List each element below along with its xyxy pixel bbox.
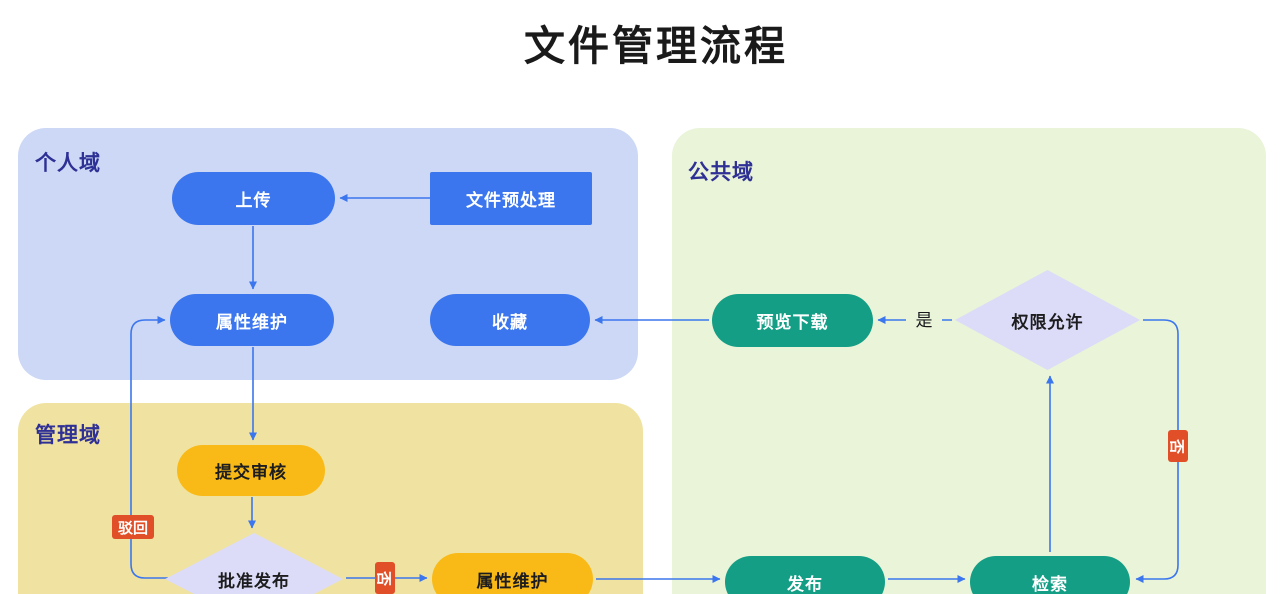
node-preview-download: 预览下载 xyxy=(712,294,873,347)
edge-label-yes-text: 是 xyxy=(915,311,933,330)
node-attr-maintain-personal-label: 属性维护 xyxy=(216,312,288,332)
zone-label-management: 管理域 xyxy=(35,424,101,447)
node-permission-label: 权限允许 xyxy=(1011,312,1084,332)
node-submit-review-label: 提交审核 xyxy=(215,463,287,482)
edge-label-no-management-text: 否 xyxy=(375,570,393,586)
edge-label-reject-text: 驳回 xyxy=(117,519,148,537)
edge-label-no-public-text: 否 xyxy=(1168,438,1186,454)
zone-label-public: 公共域 xyxy=(688,161,754,184)
zone-public-domain xyxy=(672,128,1266,594)
node-attr-maintain-personal: 属性维护 xyxy=(170,294,334,346)
node-attr-maintain-management: 属性维护 xyxy=(432,553,593,594)
node-publish-label: 发布 xyxy=(787,574,823,594)
node-publish: 发布 xyxy=(725,556,885,594)
page-title: 文件管理流程 xyxy=(524,23,788,69)
node-upload-label: 上传 xyxy=(235,191,272,210)
node-preview-download-label: 预览下载 xyxy=(756,313,829,332)
node-search: 检索 xyxy=(970,556,1130,594)
zone-label-personal: 个人域 xyxy=(35,152,101,175)
edge-label-no-public: 否 xyxy=(1168,430,1188,462)
node-search-label: 检索 xyxy=(1032,574,1068,594)
node-upload: 上传 xyxy=(172,172,335,225)
edge-label-yes: 是 xyxy=(906,305,942,332)
edge-label-no-management: 否 xyxy=(375,562,395,594)
node-favorite: 收藏 xyxy=(430,294,590,346)
node-file-preprocess-label: 文件预处理 xyxy=(466,191,556,210)
node-file-preprocess: 文件预处理 xyxy=(430,172,592,225)
node-favorite-label: 收藏 xyxy=(492,312,528,332)
node-attr-maintain-management-label: 属性维护 xyxy=(476,571,549,591)
node-approve-publish-label: 批准发布 xyxy=(218,571,290,591)
edge-label-reject: 驳回 xyxy=(112,515,154,539)
node-submit-review: 提交审核 xyxy=(177,445,325,496)
